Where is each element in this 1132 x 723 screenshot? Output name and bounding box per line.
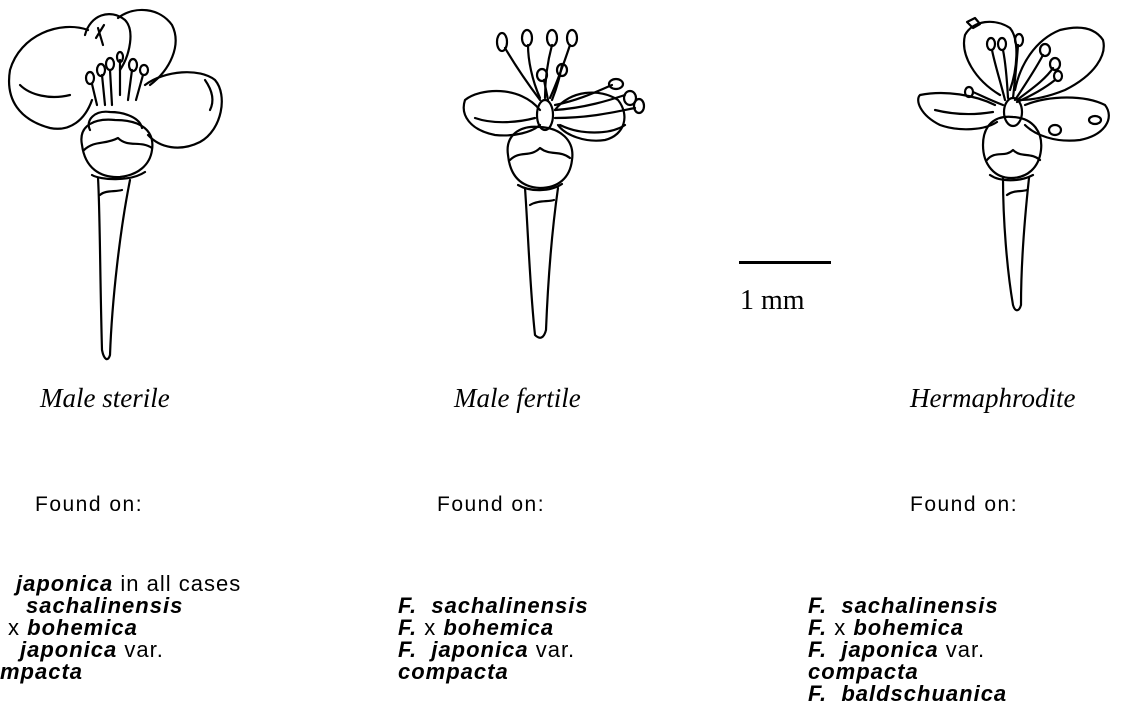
found-on-label-hermaphrodite: Found on: <box>910 493 1018 517</box>
species-list-hermaphrodite: F. sachalinensis F. x bohemica F. japoni… <box>808 595 1007 705</box>
list-item: F. sachalinensis <box>398 595 589 617</box>
title-male-fertile: Male fertile <box>454 383 581 414</box>
scale-label: 1 mm <box>740 285 805 317</box>
list-item: mpacta <box>0 661 241 683</box>
title-hermaphrodite: Hermaphrodite <box>910 383 1075 414</box>
list-item: compacta <box>398 661 589 683</box>
list-item: F. sachalinensis <box>808 595 1007 617</box>
list-item: compacta <box>808 661 1007 683</box>
found-on-label-male-sterile: Found on: <box>35 493 143 517</box>
list-item: x bohemica <box>0 617 241 639</box>
list-item: F. baldschuanica <box>808 683 1007 705</box>
male-sterile-flower-drawing <box>0 0 240 370</box>
list-item: F. x bohemica <box>808 617 1007 639</box>
scale-bar <box>739 261 831 264</box>
list-item: F. japonica var. <box>808 639 1007 661</box>
list-item: japonica in all cases <box>0 573 241 595</box>
title-male-sterile: Male sterile <box>40 383 170 414</box>
hermaphrodite-flower-drawing <box>895 0 1125 320</box>
list-item: F. japonica var. <box>398 639 589 661</box>
list-item: japonica var. <box>0 639 241 661</box>
list-item: F. x bohemica <box>398 617 589 639</box>
male-fertile-flower-drawing <box>440 0 660 345</box>
species-list-male-fertile: F. sachalinensis F. x bohemica F. japoni… <box>398 595 589 683</box>
list-item: sachalinensis <box>0 595 241 617</box>
species-list-male-sterile: japonica in all cases sachalinensis x bo… <box>0 573 241 683</box>
found-on-label-male-fertile: Found on: <box>437 493 545 517</box>
